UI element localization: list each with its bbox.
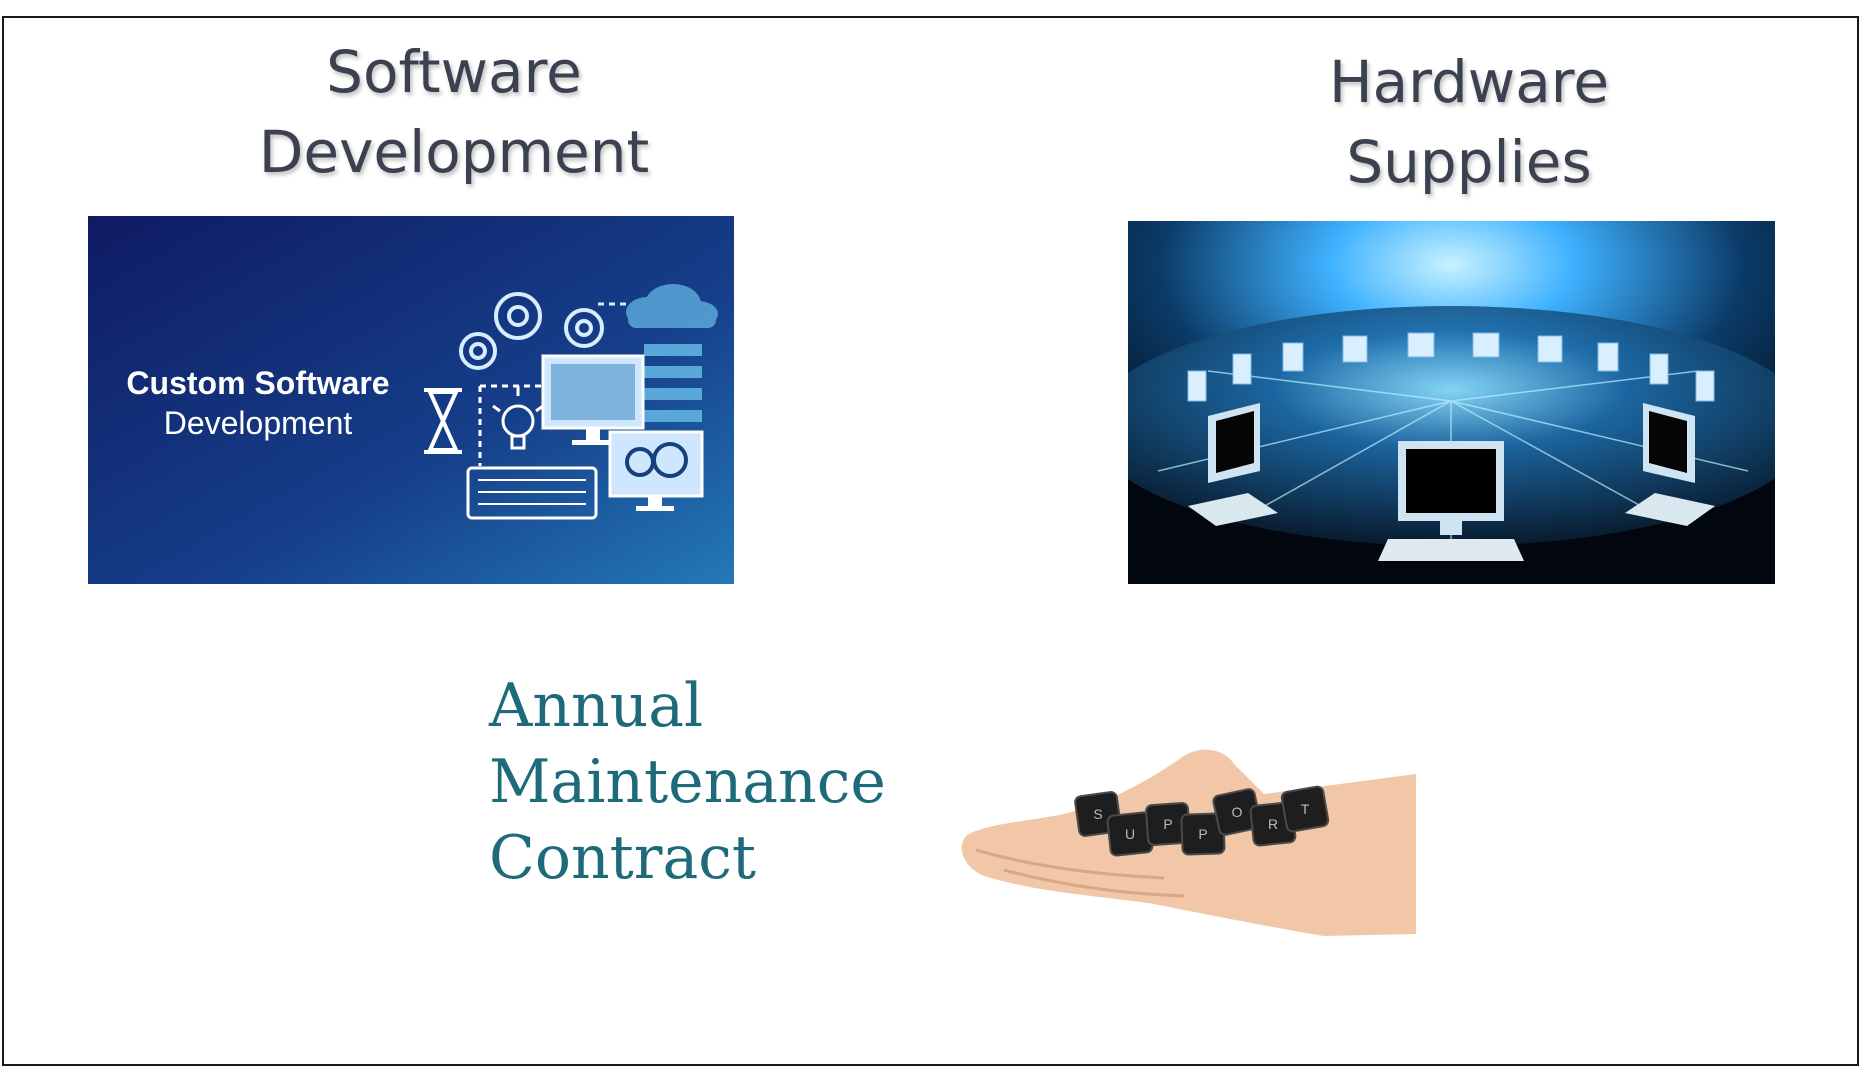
banner-title-line1: Custom Software — [126, 365, 389, 401]
hourglass-icon — [424, 388, 462, 454]
svg-text:O: O — [1232, 804, 1243, 820]
key-letters: S U P P O R T — [1093, 801, 1309, 842]
list-bars-icon — [644, 344, 702, 422]
gear-icon — [459, 292, 604, 370]
amc-line2: Maintenance — [489, 747, 886, 817]
svg-text:T: T — [1301, 801, 1310, 817]
svg-text:S: S — [1093, 806, 1102, 822]
svg-text:U: U — [1125, 826, 1135, 842]
amc-line1: Annual — [488, 671, 703, 741]
svg-text:R: R — [1268, 816, 1278, 832]
amc-line3: Contract — [489, 823, 756, 893]
software-development-image: Custom Software Development — [88, 216, 734, 584]
software-development-heading: Software Development — [184, 32, 724, 192]
banner-title-line2: Development — [164, 405, 353, 441]
keyboard-icon — [466, 466, 598, 520]
hardware-supplies-heading: Hardware Supplies — [1199, 42, 1739, 202]
monitor-icon — [1378, 441, 1524, 561]
svg-text:P: P — [1163, 816, 1172, 832]
monitor-icon — [1625, 403, 1715, 526]
svg-text:P: P — [1198, 826, 1207, 842]
hardware-supplies-image — [1128, 221, 1775, 584]
monitor-icon — [1188, 403, 1278, 526]
lightbulb-icon — [492, 386, 544, 450]
annual-maintenance-contract-image: Annual Maintenance Contract S U — [464, 664, 1419, 940]
heading-line: Hardware — [1328, 48, 1610, 116]
software-banner-graphic: Custom Software Development — [88, 216, 734, 584]
monitor-icon — [541, 354, 645, 445]
amc-graphic: Annual Maintenance Contract S U — [464, 664, 1419, 940]
keyboard-keys — [1074, 785, 1330, 857]
cloud-icon — [626, 284, 718, 328]
heading-line: Supplies — [1346, 128, 1592, 196]
heading-line: Development — [258, 118, 650, 186]
monitor-gear-icon — [608, 430, 704, 511]
monitor-icon — [1187, 332, 1715, 402]
heading-line: Software — [326, 38, 582, 106]
hardware-network-graphic — [1128, 221, 1775, 584]
slide: Software Development Hardware Supplies C… — [2, 16, 1859, 1066]
